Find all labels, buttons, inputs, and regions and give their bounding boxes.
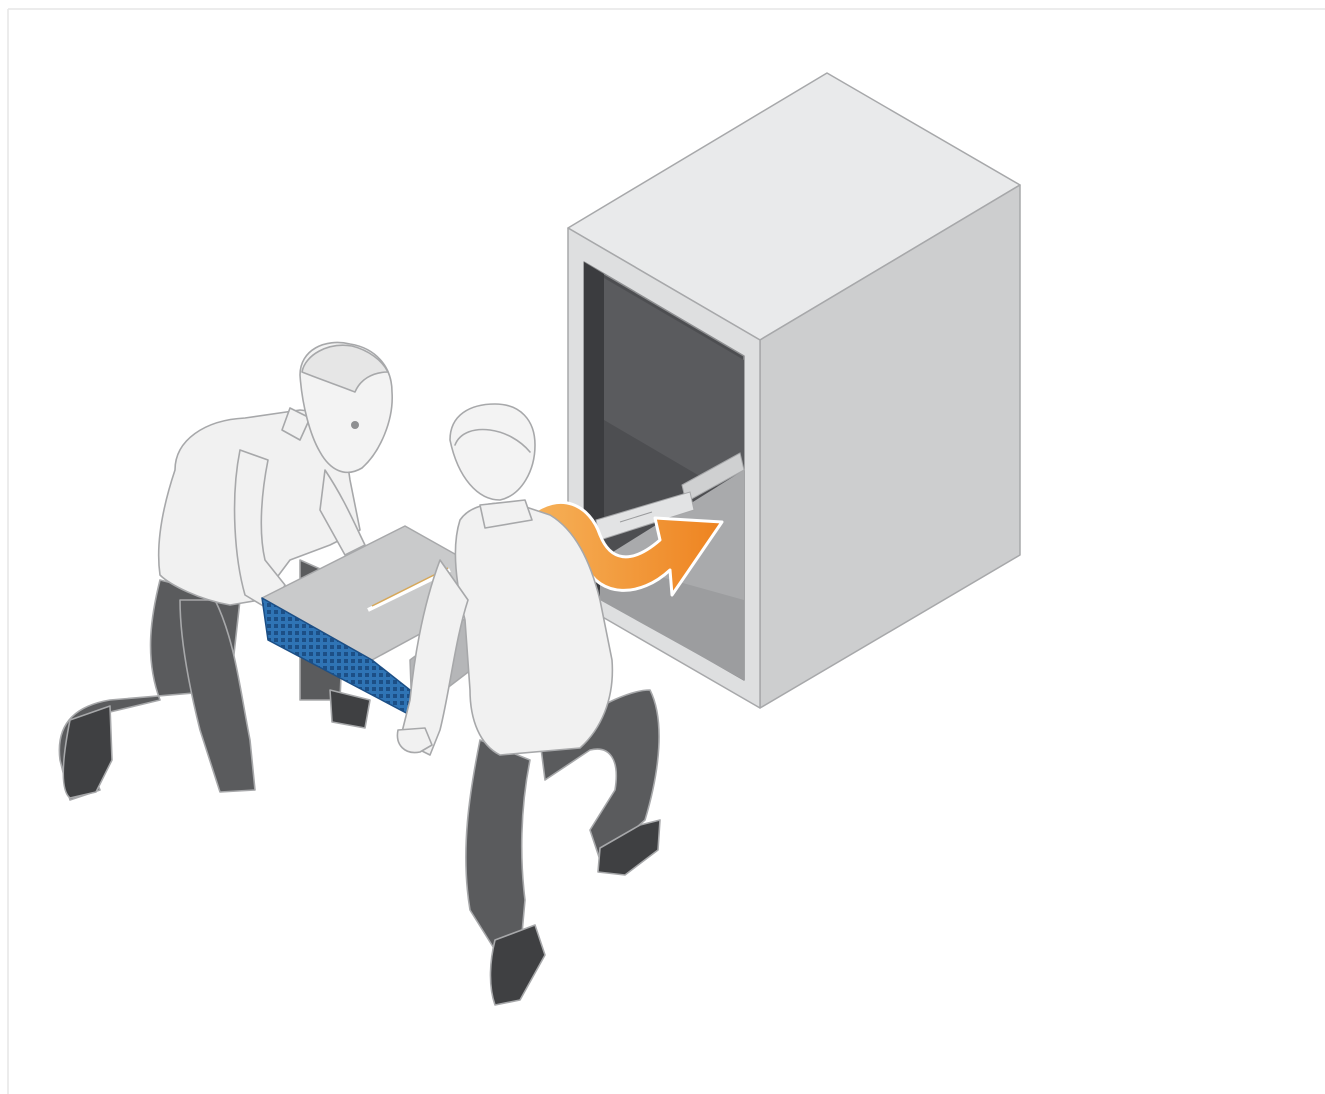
person-left-front-leg — [180, 600, 255, 792]
cabinet-icon — [568, 73, 1020, 708]
person-right-head — [450, 404, 535, 500]
person-right-back-leg — [466, 740, 530, 955]
